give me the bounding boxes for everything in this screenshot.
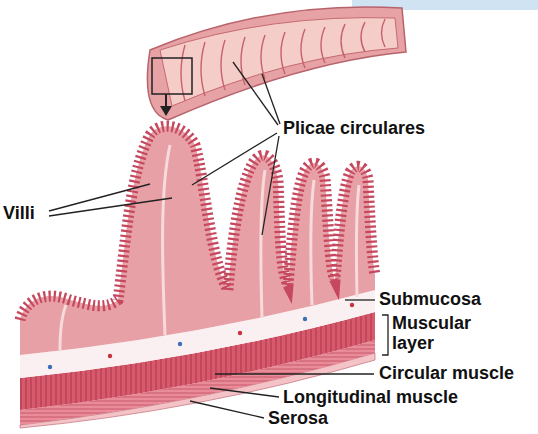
zoom-arrowhead [160,106,172,116]
fold-core [261,170,265,318]
tube-folds [181,19,385,101]
leader-lines [49,62,388,418]
fold-line [341,24,345,58]
vessel-dot [350,303,354,307]
part-label: Muscular layer [392,314,502,354]
leader-line [190,401,264,418]
fold-core [311,180,314,305]
vessel-dot [303,317,307,321]
tube-lumen [160,18,398,106]
leader-line [49,198,172,216]
fold-core [163,145,170,335]
fold-line [181,45,185,101]
fold-line [221,40,225,90]
fold-line [301,29,305,68]
layer-bracket [382,315,388,355]
leader-line [192,133,277,185]
leader-line [233,62,278,125]
fold-line [201,42,205,96]
vessel-dot [238,331,242,335]
fold-core [60,305,66,350]
vessel-dot [108,354,112,358]
leader-line [345,299,375,300]
mucosa [20,126,375,355]
leader-line [262,74,280,124]
fold-line [382,19,386,47]
part-label: Longitudinal muscle [283,388,458,408]
part-label: Submucosa [379,290,481,310]
vessel-dot [48,365,52,369]
intestine-tube [147,7,406,120]
fold-line [281,32,285,74]
vessel-dot [178,342,182,346]
fold-core [356,185,359,297]
zoom-box [152,58,192,94]
leader-line [262,136,279,235]
part-label: Plicae circulares [283,119,425,139]
fold-line [361,22,365,52]
leader-line [215,373,374,374]
part-label: Serosa [268,409,328,429]
villi-fringe [20,126,375,320]
fold-line [261,35,265,79]
part-label: Circular muscle [379,364,514,384]
fold-cores [60,145,359,350]
fold-line [321,27,325,63]
leader-line [210,388,279,397]
zoom-arrow [165,94,167,108]
leader-line [49,184,150,211]
part-label: Villi [3,204,35,224]
